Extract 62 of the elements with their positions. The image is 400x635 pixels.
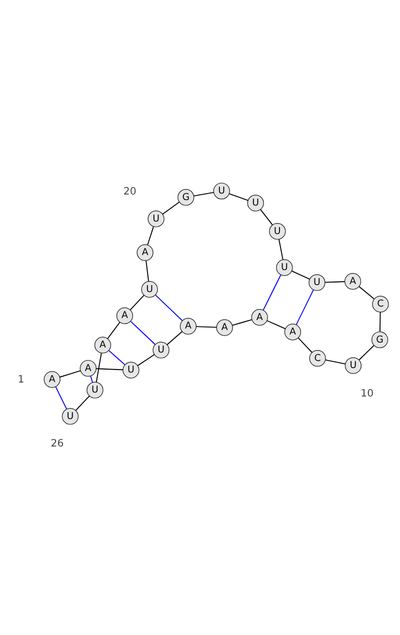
node-circle: U: [122, 361, 140, 378]
connector: [278, 238, 284, 260]
connector: [296, 288, 314, 325]
node-circle: U: [308, 274, 326, 290]
connector: [232, 318, 252, 326]
node-circle: U: [86, 381, 104, 398]
node-circle: A: [44, 370, 60, 388]
connector: [193, 191, 214, 196]
node-circle: G: [178, 188, 194, 206]
label: 10: [360, 388, 374, 399]
connector: [90, 375, 94, 382]
connector: [108, 350, 126, 365]
node-circle: U: [276, 258, 293, 276]
node-circle: A: [216, 318, 233, 336]
connector: [96, 352, 102, 382]
node-circle: A: [80, 359, 96, 376]
connector: [147, 226, 154, 245]
node-circle: U: [213, 182, 230, 199]
node-circle: U: [148, 210, 164, 227]
connector: [107, 321, 120, 339]
connector: [130, 320, 156, 344]
node-circle: C: [372, 295, 389, 312]
node-circle: U: [62, 407, 79, 424]
connector: [137, 354, 155, 366]
connector: [96, 368, 124, 370]
node-circle: A: [284, 323, 302, 340]
node-circle: G: [371, 330, 388, 348]
node-circle: U: [141, 280, 158, 298]
node-circle: U: [152, 341, 170, 358]
node-circle: U: [247, 194, 264, 211]
connector: [166, 330, 183, 345]
connector: [154, 294, 183, 320]
label: 26: [50, 438, 64, 450]
node-circle: A: [180, 317, 197, 334]
node-circle: A: [251, 308, 268, 326]
label: 1: [18, 374, 24, 385]
connector: [379, 311, 381, 332]
node-circle: A: [116, 306, 134, 324]
label: 20: [123, 186, 136, 198]
connector: [291, 270, 310, 280]
connector: [358, 285, 375, 299]
connector: [162, 201, 180, 214]
node-circle: U: [269, 222, 286, 240]
connector: [262, 274, 282, 310]
connector: [146, 260, 150, 282]
connector: [324, 280, 345, 282]
node-circle: U: [344, 356, 362, 374]
node-circle: A: [94, 336, 112, 353]
connector: [59, 370, 81, 378]
connector: [55, 386, 68, 410]
connector: [266, 320, 286, 329]
connector: [196, 326, 217, 328]
node-circle: C: [309, 349, 326, 366]
connector: [260, 208, 273, 225]
connector: [228, 192, 249, 200]
connector: [298, 336, 313, 352]
connector: [358, 344, 374, 360]
connector: [130, 294, 145, 310]
connector: [325, 358, 346, 364]
node-circle: A: [136, 244, 154, 260]
node-circle: A: [344, 272, 362, 290]
connector: [75, 394, 90, 410]
